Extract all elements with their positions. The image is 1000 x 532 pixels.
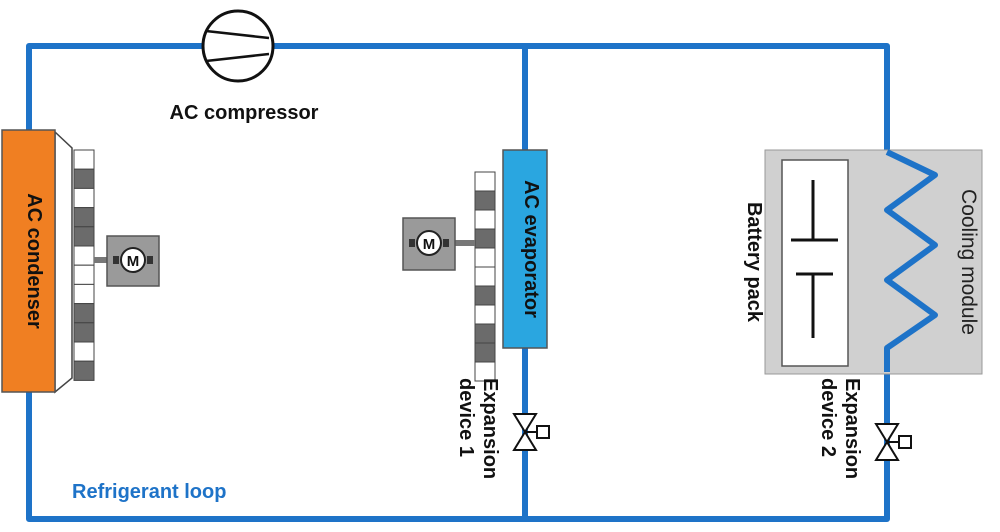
cooling-module-label: Cooling module — [957, 189, 980, 335]
fan-blade-segment — [73, 341, 95, 362]
fan-blade-segment — [73, 149, 95, 170]
fan-blade-segment — [474, 304, 496, 325]
battery-pack-label: Battery pack — [743, 202, 765, 323]
evaporator — [502, 149, 548, 349]
condenser-flare — [54, 130, 73, 394]
coil-icon — [884, 149, 938, 372]
fan-blade-segment — [73, 245, 95, 266]
fan-blade-segment — [73, 322, 95, 343]
fan-blade-segment — [474, 209, 496, 230]
expansion-2-label-line2: device 2 — [817, 378, 839, 457]
condenser-body — [1, 129, 56, 393]
fan-blade-segment — [474, 323, 496, 344]
fan-blade-segment — [73, 187, 95, 209]
fan-blade-segment — [474, 190, 496, 211]
expansion-valve-icon — [874, 423, 912, 461]
fan-blade-segment — [73, 283, 95, 305]
fan-blade-segment — [474, 228, 496, 249]
battery-box — [781, 159, 849, 367]
fan-motor-icon: M — [402, 217, 456, 271]
fan-blade-segment — [474, 247, 496, 268]
expansion-1-label-line1: Expansion — [479, 378, 501, 479]
motor-label: M — [423, 236, 436, 253]
expansion-2-label-line1: Expansion — [841, 378, 863, 479]
fan-blade-segment — [73, 226, 95, 247]
refrigerant-loop-label: Refrigerant loop — [72, 481, 226, 503]
evaporator-label: AC evaporator — [520, 180, 542, 318]
fan-blade-segment — [474, 266, 496, 287]
evaporator-fan-blades — [474, 171, 496, 382]
fan-blade-segment — [73, 303, 95, 324]
fan-blade-segment — [474, 361, 496, 382]
evaporator-fan — [453, 171, 496, 382]
compressor-label: AC compressor — [170, 102, 319, 124]
battery-symbol-icon — [791, 180, 838, 338]
pipe-top — [26, 43, 890, 152]
condenser-fan-blades — [73, 149, 95, 381]
expansion-1-label-line2: device 1 — [455, 378, 477, 457]
evaporator-body — [502, 149, 548, 349]
fan-blade-segment — [73, 360, 95, 381]
expansion-valve-icon — [512, 413, 550, 451]
condenser-fan — [73, 149, 108, 381]
fan-blade-segment — [73, 168, 95, 189]
condenser — [1, 129, 73, 394]
battery-pack — [781, 159, 849, 367]
fan-shaft — [453, 240, 475, 246]
compressor-icon — [201, 9, 275, 83]
motor-label: M — [127, 253, 140, 270]
fan-blade-segment — [474, 171, 496, 192]
fan-shaft — [94, 257, 108, 263]
condenser-label: AC condenser — [23, 193, 45, 329]
fan-blade-segment — [474, 342, 496, 363]
fan-blade-segment — [73, 264, 95, 285]
fan-blade-segment — [474, 285, 496, 306]
fan-blade-segment — [73, 207, 95, 228]
fan-motor-icon: M — [106, 235, 160, 287]
